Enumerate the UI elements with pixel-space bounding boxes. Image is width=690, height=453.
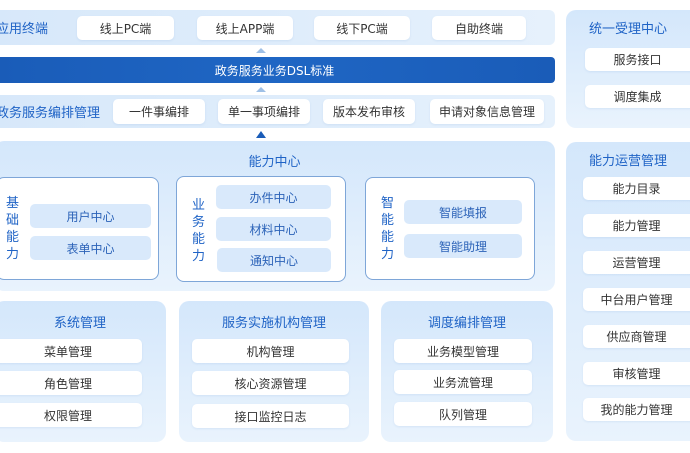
panel-title: 调度编排管理 xyxy=(427,316,506,331)
arrow-up-icon xyxy=(256,131,266,138)
arrow-up-icon xyxy=(256,48,266,53)
panel-item[interactable]: 中台用户管理 xyxy=(583,288,690,311)
terminals-label: 应用终端 xyxy=(0,22,49,37)
intelligent-capability-group xyxy=(365,177,535,280)
panel-item[interactable]: 我的能力管理 xyxy=(583,398,690,421)
orchestration-label: 政务服务编排管理 xyxy=(0,106,101,121)
panel-title: 能力运营管理 xyxy=(588,154,667,169)
panel-item[interactable]: 审核管理 xyxy=(583,362,690,385)
business-capability-label: 业务能力 xyxy=(192,198,206,264)
orchestration-item[interactable]: 单一事项编排 xyxy=(218,99,310,124)
terminal-item[interactable]: 线上APP端 xyxy=(197,16,293,40)
intelligent-capability-label: 智能能力 xyxy=(381,196,395,262)
capability-item[interactable]: 智能助理 xyxy=(404,234,522,258)
capability-item[interactable]: 办件中心 xyxy=(216,185,331,209)
orchestration-item[interactable]: 版本发布审核 xyxy=(323,99,415,124)
panel-item[interactable]: 队列管理 xyxy=(394,402,532,426)
panel-item[interactable]: 权限管理 xyxy=(0,403,142,427)
panel-title: 统一受理中心 xyxy=(588,22,667,37)
panel-item[interactable]: 核心资源管理 xyxy=(192,371,349,395)
terminal-item[interactable]: 自助终端 xyxy=(432,16,526,40)
terminal-item[interactable]: 线上PC端 xyxy=(77,16,174,40)
panel-title: 系统管理 xyxy=(53,316,106,331)
basic-capability-group xyxy=(0,177,159,280)
panel-item[interactable]: 调度集成 xyxy=(585,85,690,108)
panel-item[interactable]: 业务流管理 xyxy=(394,370,532,394)
panel-item[interactable]: 角色管理 xyxy=(0,371,142,395)
capability-item[interactable]: 表单中心 xyxy=(30,236,151,260)
dsl-standard-bar: 政务服务业务DSL标准 xyxy=(0,57,555,83)
panel-item[interactable]: 能力目录 xyxy=(583,177,690,200)
capability-item[interactable]: 用户中心 xyxy=(30,204,151,228)
panel-item[interactable]: 接口监控日志 xyxy=(192,404,349,428)
panel-item[interactable]: 服务接口 xyxy=(585,48,690,71)
terminal-item[interactable]: 线下PC端 xyxy=(314,16,410,40)
panel-item[interactable]: 供应商管理 xyxy=(583,325,690,348)
dsl-standard-label: 政务服务业务DSL标准 xyxy=(214,63,335,78)
capability-item[interactable]: 智能填报 xyxy=(404,200,522,224)
capability-item[interactable]: 通知中心 xyxy=(217,248,331,272)
arrow-up-icon xyxy=(256,87,266,92)
panel-item[interactable]: 能力管理 xyxy=(583,214,690,237)
panel-item[interactable]: 菜单管理 xyxy=(0,339,142,363)
panel-item[interactable]: 运营管理 xyxy=(583,251,690,274)
panel-item[interactable]: 业务模型管理 xyxy=(394,339,532,363)
orchestration-item[interactable]: 一件事编排 xyxy=(113,99,205,124)
panel-title: 服务实施机构管理 xyxy=(221,316,326,331)
capability-item[interactable]: 材料中心 xyxy=(216,217,331,241)
panel-item[interactable]: 机构管理 xyxy=(192,339,349,363)
orchestration-item[interactable]: 申请对象信息管理 xyxy=(430,99,544,124)
basic-capability-label: 基础能力 xyxy=(6,196,20,262)
capability-center-title: 能力中心 xyxy=(248,155,301,170)
